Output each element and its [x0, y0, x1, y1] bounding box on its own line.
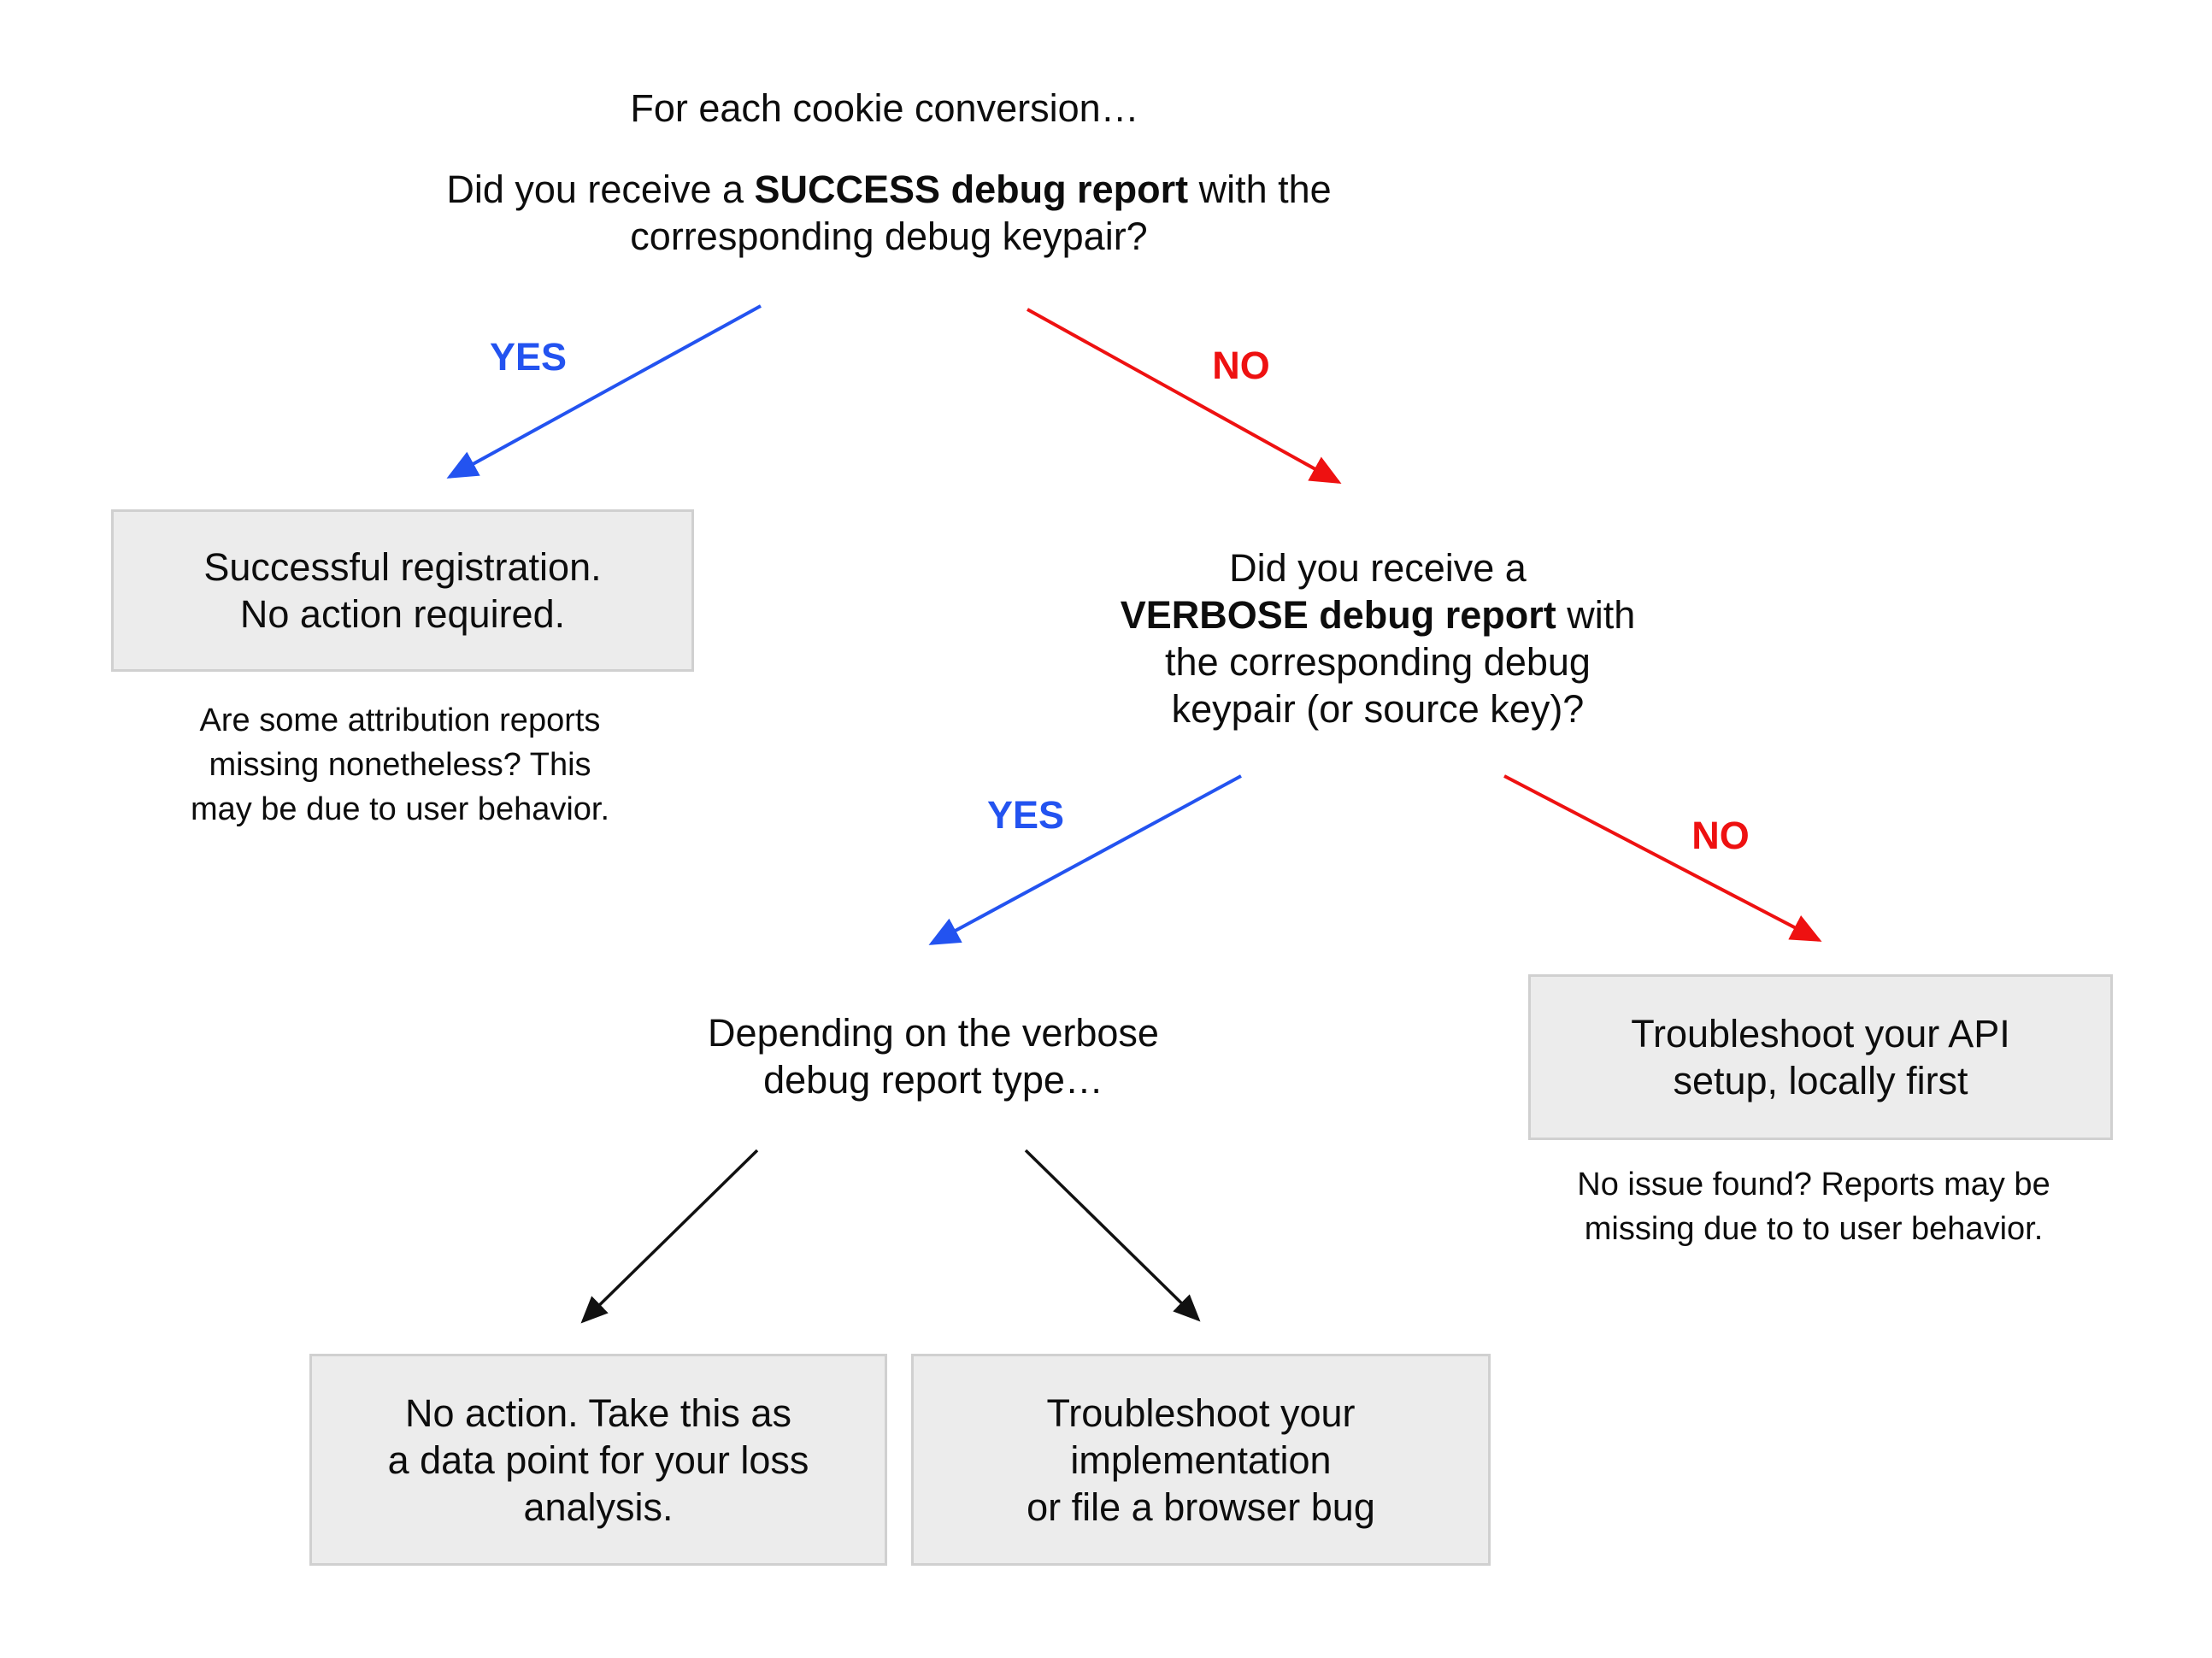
question-verbose-line3: the corresponding debug — [1165, 640, 1591, 684]
box-implementation-line1: Troubleshoot your — [1046, 1390, 1356, 1435]
arrow-report-type-left — [580, 1149, 759, 1324]
question-verbose-line1: Did you receive a — [1229, 546, 1527, 590]
box-no-action-loss-analysis: No action. Take this as a data point for… — [309, 1354, 887, 1566]
question-success-line1: Did you receive a SUCCESS debug report w… — [446, 166, 1331, 213]
question-success-suffix: with the — [1188, 168, 1332, 211]
label-yes-2: YES — [986, 793, 1065, 837]
question-success-bold: SUCCESS debug report — [754, 168, 1189, 211]
box-successful-line2: No action required. — [239, 592, 566, 636]
question-verbose-line2: VERBOSE debug report with — [1121, 591, 1636, 638]
depending-line2: debug report type… — [763, 1058, 1103, 1102]
box-no-action-line3: analysis. — [523, 1485, 674, 1529]
box-implementation-line2: implementation — [1070, 1438, 1332, 1482]
arrow-no-2 — [1503, 774, 1822, 942]
box-implementation-line3: or file a browser bug — [1027, 1485, 1375, 1529]
question-success-line2: corresponding debug keypair? — [630, 215, 1148, 258]
box-no-action-line1: No action. Take this as — [405, 1390, 791, 1435]
arrow-yes-1 — [446, 304, 762, 479]
arrow-yes-2 — [928, 774, 1242, 945]
question-success-report: Did you receive a SUCCESS debug report w… — [446, 166, 1331, 260]
note-attribution-reports: Are some attribution reports missing non… — [191, 698, 609, 832]
question-verbose-bold-suffix: with — [1556, 593, 1636, 637]
question-success-prefix: Did you receive a — [446, 168, 755, 211]
label-yes-1: YES — [489, 335, 568, 379]
note-no-issue-line1: No issue found? Reports may be — [1577, 1167, 2050, 1202]
arrow-no-1 — [1027, 308, 1342, 484]
depending-line1: Depending on the verbose — [708, 1011, 1159, 1055]
box-troubleshoot-api: Troubleshoot your API setup, locally fir… — [1528, 974, 2113, 1140]
box-successful-line1: Successful registration. — [203, 545, 602, 589]
text-depending-report-type: Depending on the verbose debug report ty… — [708, 1009, 1159, 1103]
question-verbose-report: Did you receive a VERBOSE debug report w… — [1121, 544, 1636, 732]
note-attribution-line2: missing nonetheless? This — [209, 747, 591, 783]
box-successful-registration: Successful registration. No action requi… — [111, 509, 694, 672]
diagram-title: For each cookie conversion… — [630, 85, 1138, 132]
box-no-action-line2: a data point for your loss — [387, 1438, 809, 1482]
box-troubleshoot-implementation: Troubleshoot your implementation or file… — [911, 1354, 1491, 1566]
label-no-1: NO — [1212, 344, 1270, 387]
note-attribution-line1: Are some attribution reports — [199, 703, 601, 738]
note-no-issue-line2: missing due to to user behavior. — [1584, 1211, 2044, 1247]
question-verbose-bold: VERBOSE debug report — [1120, 593, 1556, 637]
diagram-title-text: For each cookie conversion… — [630, 86, 1139, 130]
note-attribution-line3: may be due to user behavior. — [190, 791, 610, 827]
note-no-issue-found: No issue found? Reports may be missing d… — [1577, 1162, 2050, 1251]
question-verbose-line4: keypair (or source key)? — [1171, 687, 1585, 731]
box-api-line2: setup, locally first — [1673, 1059, 1968, 1102]
arrow-report-type-right — [1024, 1149, 1201, 1322]
box-api-line1: Troubleshoot your API — [1631, 1012, 2010, 1055]
label-no-2: NO — [1691, 814, 1750, 857]
